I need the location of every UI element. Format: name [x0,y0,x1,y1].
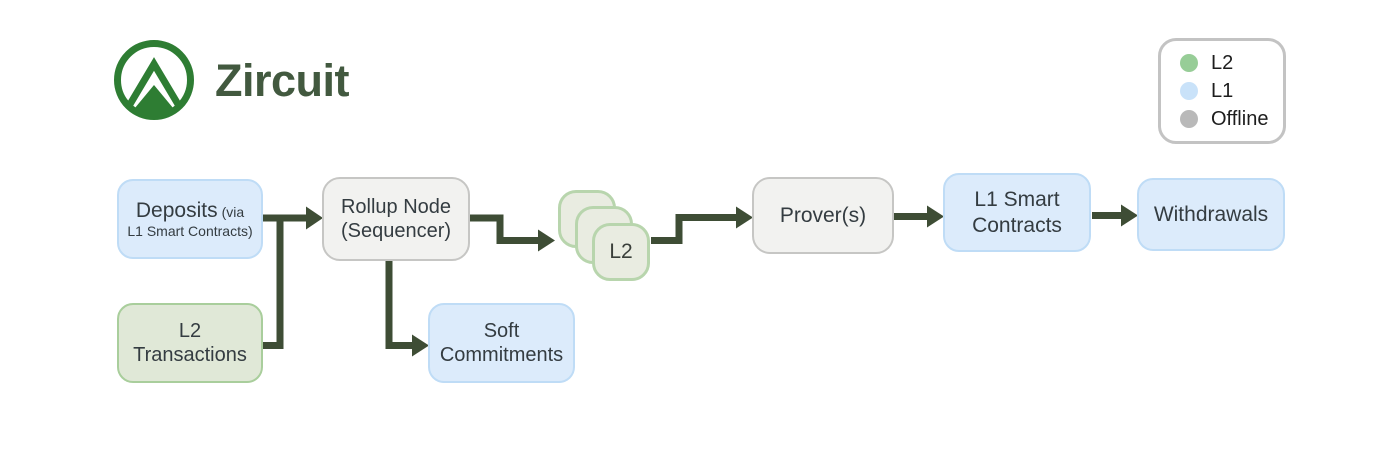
legend-item-l1: L1 [1180,81,1283,101]
l2-color-dot-icon [1180,54,1198,72]
l2-transactions-line2: Transactions [133,344,247,366]
arrowhead-deposits-to-rollup [306,206,323,230]
l2-block-label: L2 [609,240,633,263]
arrow-rollup-to-l2blocks [470,214,538,244]
soft-line1: Soft [483,320,520,342]
node-deposits: Deposits (via L1 Smart Contracts) [117,179,263,259]
arrowhead-l1contracts-to-withdrawals [1121,204,1138,227]
legend-item-l2: L2 [1180,53,1283,73]
deposits-title: Deposits [135,199,218,222]
legend-item-offline: Offline [1180,109,1283,129]
node-l1-smart-contracts: L1 Smart Contracts [943,173,1091,252]
l2-block-card-front: L2 [592,223,650,281]
deposits-title-suffix: (via [221,204,245,220]
l2-transactions-line1: L2 [178,320,202,342]
brand-header: Zircuit [113,40,350,120]
brand-title: Zircuit [215,54,350,106]
arrowhead-provers-to-l1contracts [927,205,944,228]
arrowhead-rollup-to-soft [412,334,429,357]
arrowhead-rollup-to-l2blocks [538,229,555,252]
l1-contracts-line2: Contracts [972,213,1062,237]
arrow-l2transactions-to-rollup [263,218,284,349]
zircuit-mountain-logo-icon [114,40,194,120]
node-l2-transactions: L2 Transactions [117,303,263,383]
deposits-subtitle: L1 Smart Contracts) [127,223,253,240]
legend: L2 L1 Offline [1158,38,1286,144]
node-rollup-sequencer: Rollup Node (Sequencer) [322,177,470,261]
legend-label: Offline [1211,108,1269,130]
arrow-rollup-to-soft [385,261,412,349]
legend-label: L2 [1211,52,1234,74]
l1-color-dot-icon [1180,82,1198,100]
node-soft-commitments: Soft Commitments [428,303,575,383]
provers-label: Prover(s) [779,203,867,227]
arrowhead-l2blocks-to-provers [736,206,753,229]
soft-line2: Commitments [439,344,564,366]
rollup-line1: Rollup Node [340,196,452,218]
withdrawals-label: Withdrawals [1153,202,1269,226]
l1-contracts-line1: L1 Smart [974,188,1060,212]
arrow-l2blocks-to-provers [651,214,736,244]
node-withdrawals: Withdrawals [1137,178,1285,251]
node-provers: Prover(s) [752,177,894,254]
offline-color-dot-icon [1180,110,1198,128]
legend-label: L1 [1211,80,1234,102]
rollup-line2: (Sequencer) [340,220,452,242]
